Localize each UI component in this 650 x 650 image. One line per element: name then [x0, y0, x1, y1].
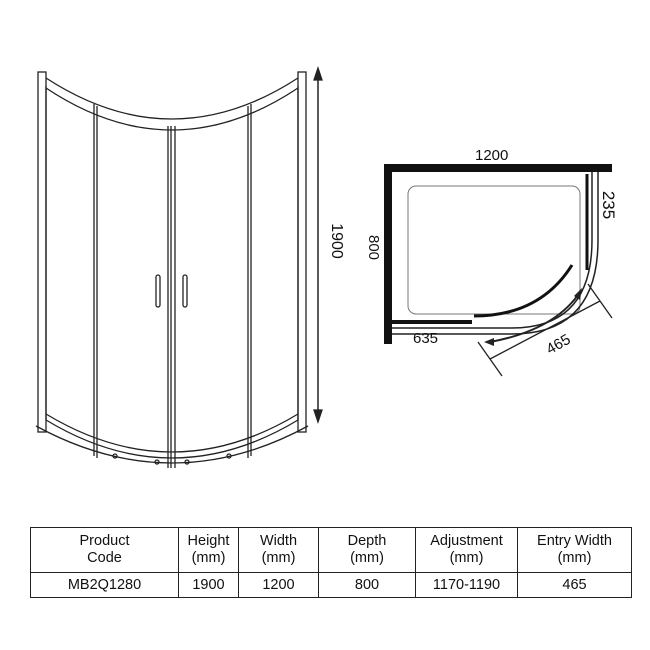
plan-depth-label: 800 — [365, 234, 383, 261]
plan-view-drawing — [384, 164, 613, 377]
header-height: Height(mm) — [178, 527, 239, 573]
cell-entry-width: 465 — [517, 572, 632, 598]
table-row: MB2Q1280 1900 1200 800 1170-1190 465 — [30, 572, 632, 598]
header-adjustment: Adjustment(mm) — [415, 527, 518, 573]
front-view-drawing — [35, 65, 323, 468]
cell-width: 1200 — [238, 572, 319, 598]
cell-product-code: MB2Q1280 — [30, 572, 179, 598]
header-depth: Depth(mm) — [318, 527, 416, 573]
plan-return-label: 235 — [599, 190, 619, 220]
cell-depth: 800 — [318, 572, 416, 598]
header-width: Width(mm) — [238, 527, 319, 573]
front-height-label: 1900 — [327, 223, 345, 259]
plan-side-label: 635 — [413, 330, 439, 347]
cell-height: 1900 — [178, 572, 239, 598]
header-entry-width: Entry Width(mm) — [517, 527, 632, 573]
plan-width-label: 1200 — [475, 147, 509, 164]
cell-adjustment: 1170-1190 — [415, 572, 518, 598]
